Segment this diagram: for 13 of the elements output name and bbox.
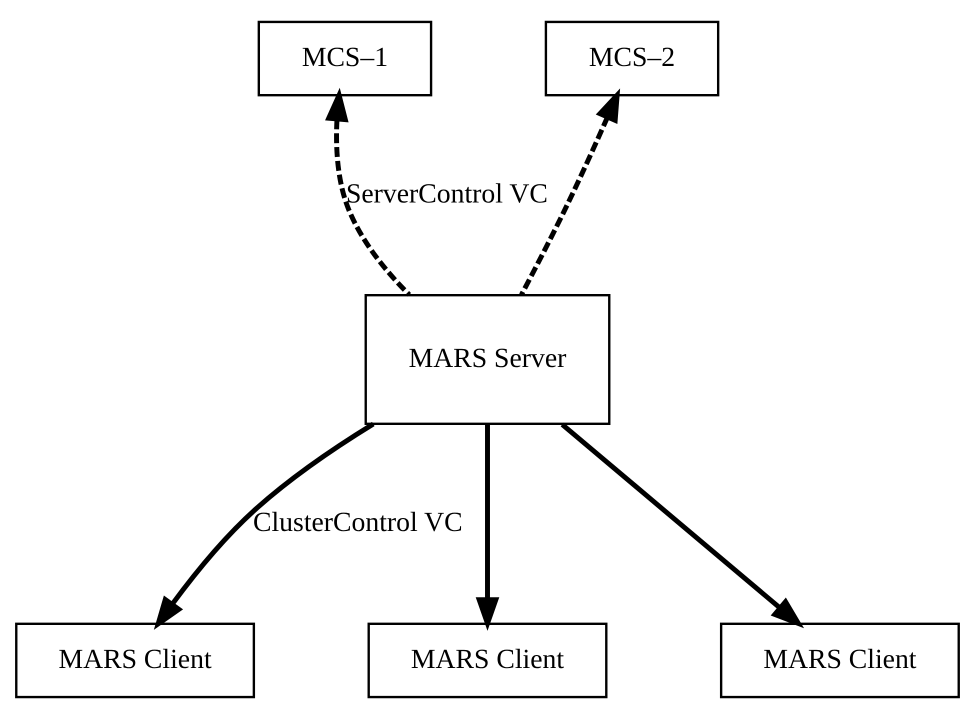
node-box: MCS–2 <box>544 20 720 96</box>
edge-label: ClusterControl VC <box>253 506 463 538</box>
arrow <box>325 88 412 296</box>
node-box: MARS Client <box>15 622 256 698</box>
node-box: MCS–1 <box>258 20 432 96</box>
edge-label: ServerControl VC <box>346 177 548 208</box>
node-box: MARS Client <box>720 622 960 698</box>
arrow <box>560 422 804 628</box>
arrow <box>519 88 620 296</box>
arrow <box>154 422 375 630</box>
node-box: MARS Server <box>364 294 610 426</box>
arrow <box>476 424 500 631</box>
node-box: MARS Client <box>368 622 608 698</box>
